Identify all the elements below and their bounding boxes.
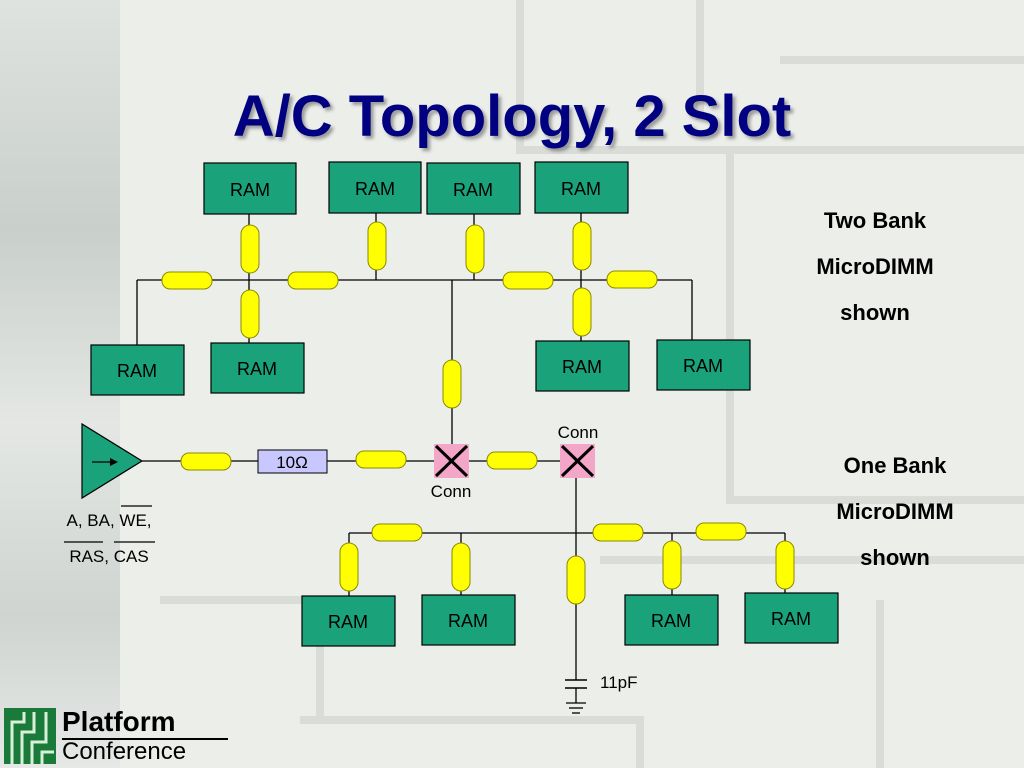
capacitor-label: 11pF [600,673,638,692]
trace-segment [287,271,339,290]
trace-segment [695,522,747,541]
trace-segment [486,451,538,470]
trace-segment [240,224,260,274]
note-line: MicroDIMM [816,254,934,279]
trace-segment [465,224,485,274]
ram-chip: RAM [656,339,751,391]
svg-text:RAM: RAM [355,179,395,199]
svg-text:RAM: RAM [230,180,270,200]
connector-slot-1 [434,444,469,478]
svg-text:RAM: RAM [328,612,368,632]
svg-text:RAM: RAM [448,611,488,631]
main-bus-wires [142,460,577,680]
svg-text:RAM: RAM [771,609,811,629]
svg-text:RAM: RAM [561,179,601,199]
ram-chip: RAM [426,162,521,215]
ram-chip: RAM [744,592,839,644]
ram-chip: RAM [301,595,396,647]
svg-text:RAM: RAM [237,359,277,379]
top-transmission-lines [161,221,658,409]
svg-text:RAM: RAM [453,180,493,200]
series-resistor: 10Ω [257,449,328,474]
trace-segment [662,540,682,590]
note-line: MicroDIMM [836,499,954,524]
slide-title: A/C Topology, 2 Slot [232,84,792,149]
trace-segment [592,523,644,542]
note-line: Two Bank [823,208,927,233]
trace-segment [339,542,359,592]
bus-transmission-lines [180,450,538,471]
ram-chip: RAM [535,340,630,392]
signals-label-line2: RAS, CAS [69,547,148,566]
platform-conference-logo: Platform Conference [4,706,230,766]
driver-buffer [81,422,144,500]
top-net-wires [136,213,693,460]
svg-text:RAM: RAM [683,356,723,376]
logo-line1: Platform [62,706,176,737]
trace-segment [606,270,658,289]
trace-segment [240,289,260,339]
ram-chip: RAM [624,594,719,646]
one-bank-note: One Bank MicroDIMM shown [810,443,980,581]
trace-segment [451,542,471,592]
ram-chip: RAM [90,344,185,396]
svg-text:RAM: RAM [651,611,691,631]
trace-segment [161,271,213,290]
ram-chip: RAM [421,594,516,646]
trace-segment [355,450,407,469]
trace-segment [572,221,592,271]
trace-segment [442,359,462,409]
connector-label: Conn [558,423,599,442]
trace-segment [502,271,554,290]
two-bank-note: Two Bank MicroDIMM shown [790,198,960,336]
logo-line2: Conference [62,738,187,765]
signals-label-line1: A, BA, WE, [66,511,151,530]
trace-segment [180,452,232,471]
trace-segment [572,287,592,337]
note-line: shown [860,545,930,570]
trace-segment [367,221,387,271]
svg-text:RAM: RAM [562,357,602,377]
note-line: shown [840,300,910,325]
svg-text:RAM: RAM [117,361,157,381]
ram-chip: RAM [328,161,422,214]
bottom-transmission-lines [339,522,795,605]
trace-segment [775,540,795,590]
trace-segment [371,523,423,542]
connector-label: Conn [431,482,472,501]
ram-chip: RAM [534,161,629,214]
ground-icon [566,702,586,714]
ram-chip: RAM [203,162,297,215]
resistor-label: 10Ω [276,453,308,472]
connector-slot-2 [560,444,595,478]
ram-chip: RAM [210,342,305,394]
load-capacitor [565,679,587,703]
circuit-logo-icon [4,708,56,764]
note-line: One Bank [843,453,947,478]
trace-segment [566,555,586,605]
logo-divider [62,738,228,740]
